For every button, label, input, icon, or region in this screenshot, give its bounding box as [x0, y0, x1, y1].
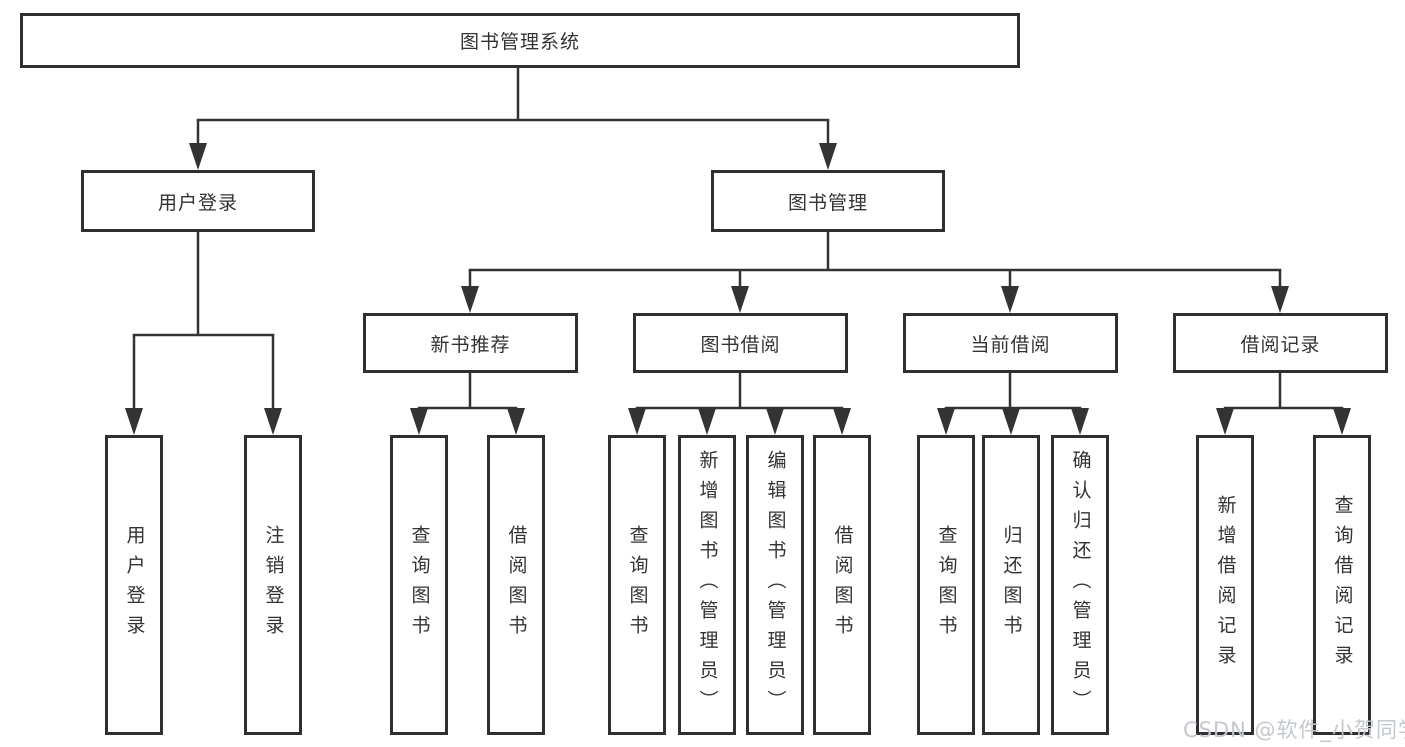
- leaf-add-borrow-record-label: 新增借阅记录: [1214, 495, 1237, 675]
- leaf-edit-book-admin-label: 编辑图书（管理员）: [764, 450, 787, 720]
- leaf-query-books-recommend-label: 查询图书: [408, 525, 431, 645]
- node-borrow-records: 借阅记录: [1173, 313, 1388, 373]
- arrow-down-icon: [731, 286, 749, 313]
- connector-new-book-recommend: [410, 373, 525, 435]
- arrow-down-icon: [833, 408, 851, 435]
- node-current-borrow: 当前借阅: [903, 313, 1118, 373]
- node-root: 图书管理系统: [20, 13, 1020, 68]
- connector-book-management: [461, 232, 1289, 313]
- arrow-down-icon: [1271, 286, 1289, 313]
- leaf-confirm-return-admin: 确认归还（管理员）: [1051, 435, 1109, 735]
- arrow-down-icon: [125, 408, 143, 435]
- arrow-down-icon: [819, 143, 837, 170]
- node-current-borrow-label: 当前借阅: [970, 333, 1051, 356]
- arrow-down-icon: [698, 408, 716, 435]
- leaf-add-borrow-record: 新增借阅记录: [1196, 435, 1254, 735]
- node-user-login-label: 用户登录: [157, 191, 238, 214]
- connector-user-login: [125, 232, 282, 435]
- arrow-down-icon: [1001, 286, 1019, 313]
- leaf-return-book-label: 归还图书: [1000, 525, 1023, 645]
- node-new-book-recommend-label: 新书推荐: [430, 333, 511, 356]
- leaf-add-book-admin-label: 新增图书（管理员）: [696, 450, 719, 720]
- leaf-query-books-recommend: 查询图书: [390, 435, 448, 735]
- leaf-query-books-borrow: 查询图书: [608, 435, 666, 735]
- node-root-label: 图书管理系统: [459, 31, 580, 53]
- leaf-confirm-return-admin-label: 确认归还（管理员）: [1069, 450, 1092, 720]
- connector-root: [189, 68, 837, 170]
- node-book-management-label: 图书管理: [787, 191, 868, 214]
- node-book-borrow: 图书借阅: [633, 313, 848, 373]
- watermark: CSDN @软件_小贺同学: [1183, 718, 1405, 742]
- leaf-borrow-books-recommend: 借阅图书: [487, 435, 545, 735]
- arrow-down-icon: [189, 143, 207, 170]
- leaf-user-login-label: 用户登录: [123, 525, 146, 645]
- arrow-down-icon: [410, 408, 428, 435]
- leaf-borrow-books-recommend-label: 借阅图书: [505, 525, 528, 645]
- arrow-down-icon: [1071, 408, 1089, 435]
- leaf-user-login: 用户登录: [105, 435, 163, 735]
- arrow-down-icon: [461, 286, 479, 313]
- leaf-query-books-borrow-label: 查询图书: [626, 525, 649, 645]
- leaf-query-books-current: 查询图书: [917, 435, 975, 735]
- connector-book-borrow: [628, 373, 851, 435]
- arrow-down-icon: [507, 408, 525, 435]
- arrow-down-icon: [264, 408, 282, 435]
- connector-current-borrow: [937, 373, 1089, 435]
- leaf-borrow-books-borrow-label: 借阅图书: [831, 525, 854, 645]
- node-user-login: 用户登录: [81, 170, 315, 232]
- arrow-down-icon: [766, 408, 784, 435]
- arrow-down-icon: [1002, 408, 1020, 435]
- leaf-logout: 注销登录: [244, 435, 302, 735]
- leaf-query-borrow-record-label: 查询借阅记录: [1331, 495, 1354, 675]
- leaf-borrow-books-borrow: 借阅图书: [813, 435, 871, 735]
- arrow-down-icon: [1333, 408, 1351, 435]
- arrow-down-icon: [628, 408, 646, 435]
- leaf-add-book-admin: 新增图书（管理员）: [678, 435, 736, 735]
- connector-borrow-records: [1216, 373, 1351, 435]
- leaf-query-books-current-label: 查询图书: [935, 525, 958, 645]
- leaf-edit-book-admin: 编辑图书（管理员）: [746, 435, 804, 735]
- node-borrow-records-label: 借阅记录: [1240, 333, 1321, 356]
- arrow-down-icon: [937, 408, 955, 435]
- node-book-management: 图书管理: [711, 170, 945, 232]
- leaf-logout-label: 注销登录: [262, 525, 285, 645]
- leaf-query-borrow-record: 查询借阅记录: [1313, 435, 1371, 735]
- arrow-down-icon: [1216, 408, 1234, 435]
- leaf-return-book: 归还图书: [982, 435, 1040, 735]
- node-new-book-recommend: 新书推荐: [363, 313, 578, 373]
- node-book-borrow-label: 图书借阅: [700, 333, 781, 356]
